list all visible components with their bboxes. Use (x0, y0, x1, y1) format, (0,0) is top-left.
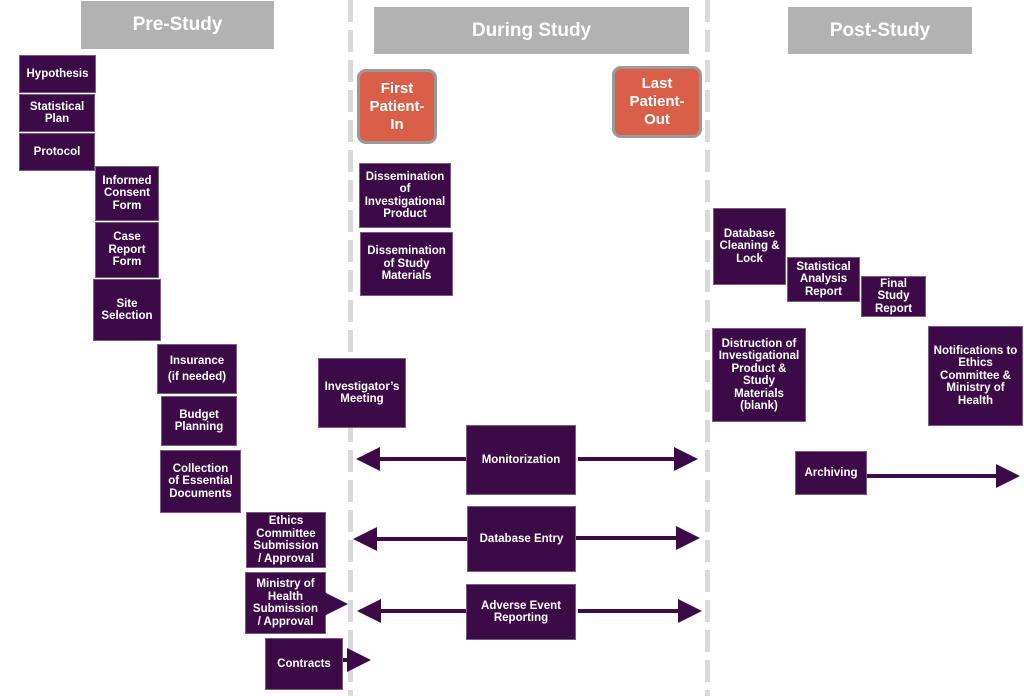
box-statistical-analysis-report: Statistical Analysis Report (787, 257, 860, 302)
box-dissemination-investigational-product: Dissemination of Investigational Product (359, 163, 451, 228)
box-dissemination-study-materials: Dissemination of Study Materials (360, 232, 453, 296)
milestone-last-patient-out: Last Patient- Out (612, 66, 702, 138)
box-ethics-committee: Ethics Committee Submission / Approval (246, 512, 326, 568)
box-protocol: Protocol (19, 133, 95, 171)
box-investigators-meeting: Investigator’s Meeting (318, 358, 406, 428)
phase-header-pre-study: Pre-Study (81, 1, 274, 49)
box-budget-planning: Budget Planning (161, 396, 237, 446)
box-monitorization: Monitorization (466, 425, 576, 495)
box-site-selection: Site Selection (93, 279, 161, 341)
arrow-database-entry (353, 526, 700, 551)
box-collection-essential-documents: Collection of Essential Documents (160, 450, 241, 513)
phase-header-post-study: Post-Study (788, 7, 972, 54)
box-insurance: Insurance (if needed) (157, 344, 237, 394)
box-contracts: Contracts (265, 638, 343, 690)
box-final-study-report: Final Study Report (861, 276, 926, 317)
box-case-report-form: Case Report Form (95, 222, 159, 278)
box-statistical-plan: Statistical Plan (19, 94, 95, 132)
box-notifications: Notifications to Ethics Committee & Mini… (928, 326, 1023, 426)
box-database-cleaning-lock: Database Cleaning & Lock (713, 208, 786, 285)
box-database-entry: Database Entry (467, 506, 576, 572)
box-ministry-of-health: Ministry of Health Submission / Approval (245, 572, 326, 634)
box-informed-consent-form: Informed Consent Form (95, 166, 159, 221)
box-adverse-event-reporting: Adverse Event Reporting (466, 584, 576, 640)
box-archiving: Archiving (795, 451, 867, 495)
phase-header-during-study: During Study (374, 7, 689, 54)
box-destruction-investigational-product: Distruction of Investigational Product &… (712, 328, 806, 422)
divider-during-post (705, 0, 710, 696)
box-hypothesis: Hypothesis (19, 55, 96, 93)
milestone-first-patient-in: First Patient- In (357, 69, 437, 144)
divider-pre-during (348, 0, 353, 696)
